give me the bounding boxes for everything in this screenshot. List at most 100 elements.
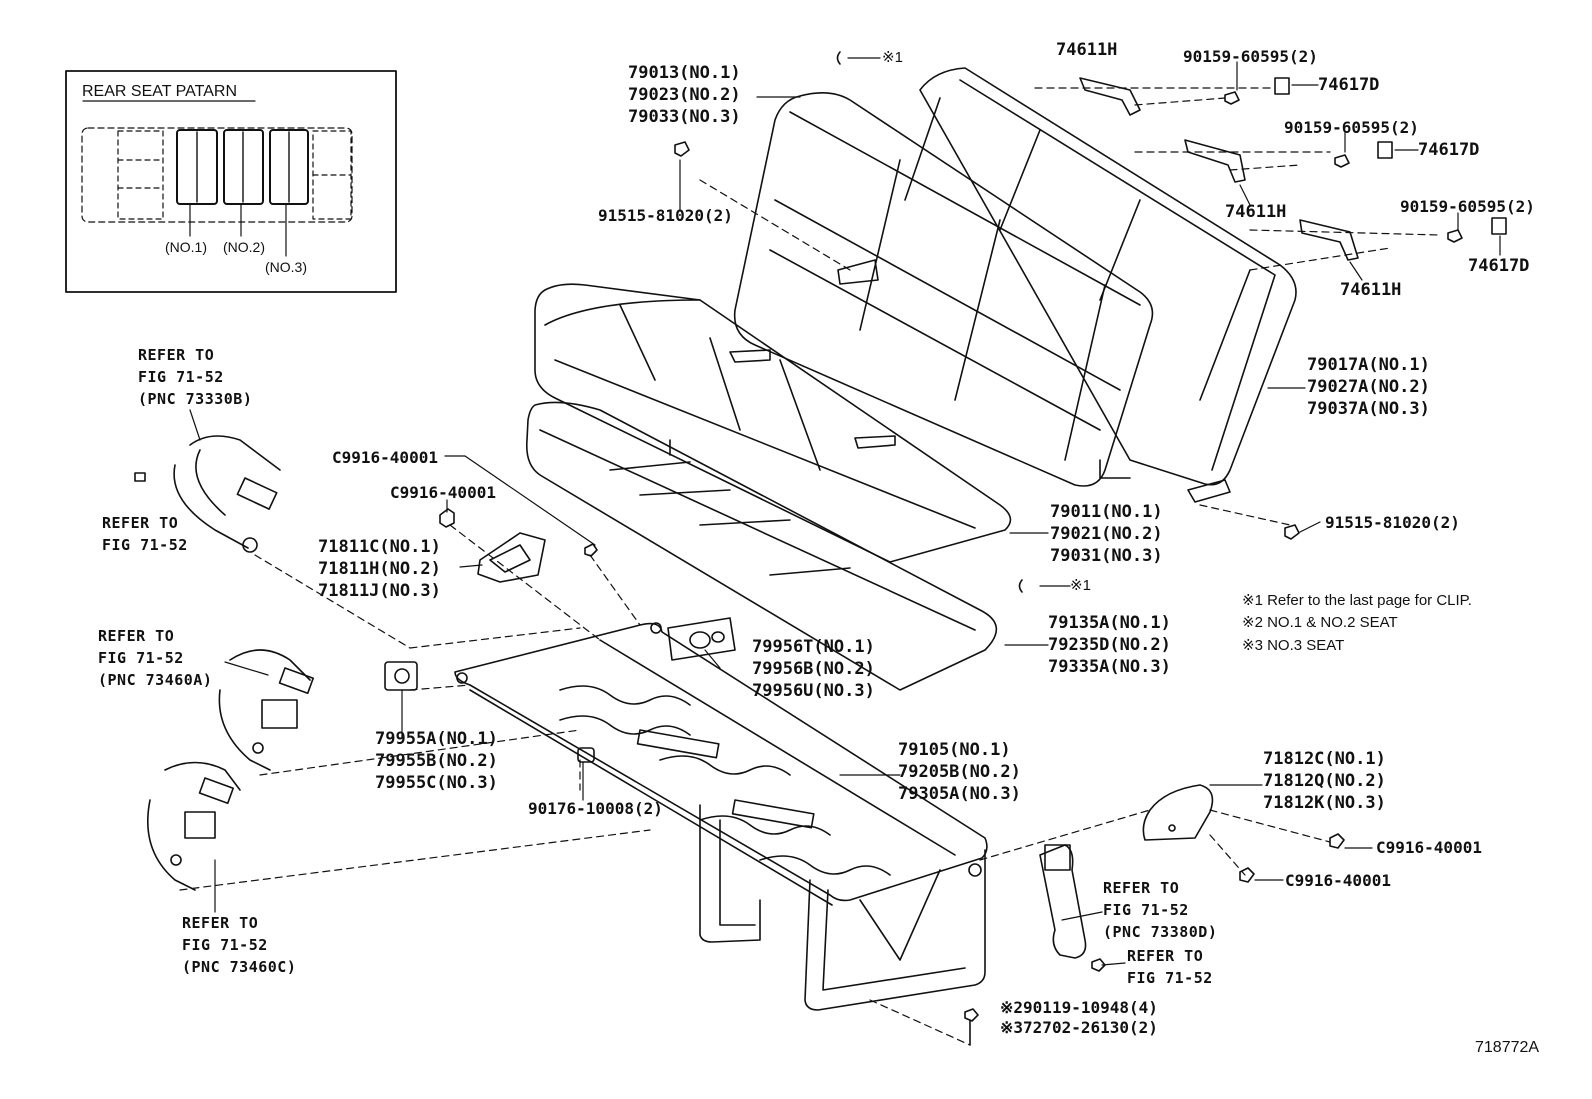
buckle-drawing: [1039, 844, 1087, 959]
callout-cover-plate: 79956T(NO.1) 79956B(NO.2) 79956U(NO.3): [752, 636, 875, 702]
part-number: 79017A(NO.1): [1307, 355, 1430, 375]
callout-bolt-right: 91515-81020(2): [1325, 513, 1460, 532]
callout-clip-r2: C9916-40001: [1285, 871, 1391, 890]
part-number: 79031(NO.3): [1050, 546, 1163, 566]
callout-bolt-bottom-1: ※290119-10948(4): [1000, 998, 1158, 1017]
ref-belt-3: REFER TO FIG 71-52 (PNC 73460C): [182, 912, 296, 978]
callout-bolt-b: 90159-60595(2): [1284, 118, 1419, 137]
seatbelt-3-drawing: [147, 761, 241, 891]
callout-cushion-pad: 79011(NO.1) 79021(NO.2) 79031(NO.3): [1050, 501, 1163, 567]
part-number: 79013(NO.1): [628, 63, 741, 83]
ref-line: FIG 71-52: [1127, 969, 1213, 987]
inset-label-no1: (NO.1): [165, 239, 207, 255]
part-number: 79956B(NO.2): [752, 659, 875, 679]
part-number: 71811C(NO.1): [318, 537, 441, 557]
ref-line: FIG 71-52: [182, 936, 268, 954]
ref-belt-1-anchor: REFER TO FIG 71-52: [102, 512, 188, 556]
callout-bolt-c: 90159-60595(2): [1400, 197, 1535, 216]
part-number: 71812Q(NO.2): [1263, 771, 1386, 791]
callout-shield: 71811C(NO.1) 71811H(NO.2) 71811J(NO.3): [318, 536, 441, 602]
note-clip: ※1 Refer to the last page for CLIP.: [1242, 592, 1472, 609]
part-number: 79955C(NO.3): [375, 773, 498, 793]
callout-hinge-top: 74611H: [1056, 40, 1118, 60]
clip-marker-top: ※1: [882, 49, 903, 66]
ref-line: REFER TO: [1127, 947, 1204, 965]
part-number: 71812C(NO.1): [1263, 749, 1386, 769]
seatback-pad-drawing: [733, 92, 1154, 487]
cover-plate-drawing: [667, 617, 736, 661]
ref-buckle-anchor: REFER TO FIG 71-52: [1127, 945, 1213, 989]
part-number: 79021(NO.2): [1050, 524, 1163, 544]
callout-clip-top: C9916-40001: [332, 448, 438, 467]
ref-belt-1: REFER TO FIG 71-52 (PNC 73330B): [138, 344, 252, 410]
clip-symbol-top: [836, 51, 841, 65]
part-number: 79205B(NO.2): [898, 762, 1021, 782]
part-number: 79305A(NO.3): [898, 784, 1021, 804]
ref-line: REFER TO: [182, 914, 259, 932]
part-number: 79956U(NO.3): [752, 681, 875, 701]
part-number: 79135A(NO.1): [1048, 613, 1171, 633]
callout-hinge-mid: 74611H: [1225, 202, 1287, 222]
ref-line: (PNC 73460C): [182, 958, 297, 976]
part-number: 79033(NO.3): [628, 107, 741, 127]
callout-bolt-left-top: 91515-81020(2): [598, 206, 733, 225]
part-number: 79955B(NO.2): [375, 751, 498, 771]
ref-line: (PNC 73330B): [138, 390, 253, 408]
ref-line: REFER TO: [138, 346, 215, 364]
seatbelt-2-drawing: [218, 649, 314, 771]
ref-line: FIG 71-52: [138, 368, 224, 386]
ref-belt-2: REFER TO FIG 71-52 (PNC 73460A): [98, 625, 212, 691]
seat-pattern-inset: [65, 70, 397, 293]
callout-hinge-low: 74611H: [1340, 280, 1402, 300]
ref-line: FIG 71-52: [102, 536, 188, 554]
ref-line: FIG 71-52: [1103, 901, 1189, 919]
callout-cover-b: 74617D: [1418, 140, 1480, 160]
callout-cushion-cover: 79135A(NO.1) 79235D(NO.2) 79335A(NO.3): [1048, 612, 1171, 678]
ref-line: REFER TO: [98, 627, 175, 645]
part-number: 71811J(NO.3): [318, 581, 441, 601]
callout-clip-mid: C9916-40001: [390, 483, 496, 502]
callout-seatback-pad: 79013(NO.1) 79023(NO.2) 79033(NO.3): [628, 62, 741, 128]
part-number: 79956T(NO.1): [752, 637, 875, 657]
inset-title: REAR SEAT PATARN: [82, 83, 237, 100]
callout-nut: 90176-10008(2): [528, 799, 663, 818]
callout-frame: 79105(NO.1) 79205B(NO.2) 79305A(NO.3): [898, 739, 1021, 805]
part-number: 79023(NO.2): [628, 85, 741, 105]
part-number: 79955A(NO.1): [375, 729, 498, 749]
leader-lines: [189, 57, 1501, 966]
ref-line: (PNC 73460A): [98, 671, 213, 689]
side-shield-drawing: [1142, 784, 1214, 841]
seatbelt-1-drawing: [134, 435, 281, 553]
callout-bolt-a: 90159-60595(2): [1183, 47, 1318, 66]
ref-buckle: REFER TO FIG 71-52 (PNC 73380D): [1103, 877, 1217, 943]
seat-frame-drawing: [454, 622, 988, 1011]
clip-marker-mid: ※1: [1070, 577, 1091, 594]
figure-id: 718772A: [1475, 1039, 1540, 1056]
part-number: 79335A(NO.3): [1048, 657, 1171, 677]
part-number: 79037A(NO.3): [1307, 399, 1430, 419]
cushion-cover-drawing: [525, 401, 998, 691]
part-number: 79105(NO.1): [898, 740, 1011, 760]
callout-bolt-bottom-2: ※372702-26130(2): [1000, 1018, 1158, 1037]
ref-line: (PNC 73380D): [1103, 923, 1218, 941]
inset-label-no2: (NO.2): [223, 239, 265, 255]
note-seat-12: ※2 NO.1 & NO.2 SEAT: [1242, 614, 1398, 631]
seatback-frame-drawing: [904, 67, 1297, 486]
part-number: 71811H(NO.2): [318, 559, 441, 579]
part-number: 71812K(NO.3): [1263, 793, 1386, 813]
part-number: 79235D(NO.2): [1048, 635, 1171, 655]
inset-label-no3: (NO.3): [265, 259, 307, 275]
callout-seatback-frame: 79017A(NO.1) 79027A(NO.2) 79037A(NO.3): [1307, 354, 1430, 420]
shield-drawing: [477, 532, 546, 583]
callout-spacer: 79955A(NO.1) 79955B(NO.2) 79955C(NO.3): [375, 728, 498, 794]
callout-cover-a: 74617D: [1318, 75, 1380, 95]
note-seat-3: ※3 NO.3 SEAT: [1242, 637, 1345, 654]
callout-clip-r1: C9916-40001: [1376, 838, 1482, 857]
assembly-dashes: [179, 87, 1441, 1046]
small-hardware-drawing: [439, 77, 1507, 1046]
part-number: 79027A(NO.2): [1307, 377, 1430, 397]
part-number: 79011(NO.1): [1050, 502, 1163, 522]
ref-line: REFER TO: [102, 514, 179, 532]
